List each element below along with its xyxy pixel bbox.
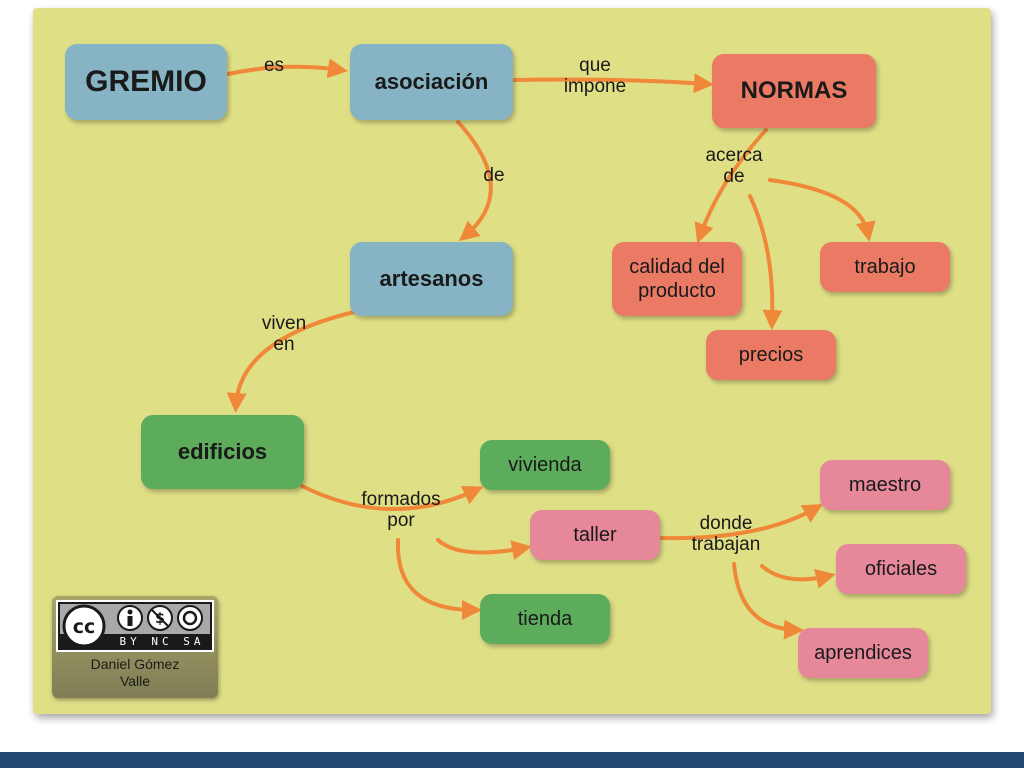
arrow-edificios-vivienda <box>300 484 484 511</box>
node-normas: NORMAS <box>712 54 876 128</box>
node-vivienda: vivienda <box>480 440 610 490</box>
node-asociacion: asociación <box>350 44 513 120</box>
arrow-asociacion-artesanos <box>456 120 493 242</box>
cc-icon: cc $ <box>60 604 210 648</box>
author-credit: Daniel Gómez Valle <box>90 656 180 689</box>
arrow-gremio-asociacion <box>226 58 348 79</box>
link-label-formados-por: formados por <box>361 489 441 531</box>
node-maestro: maestro <box>820 460 950 510</box>
link-label-donde-trabajan: donde trabajan <box>691 513 761 555</box>
svg-text:cc: cc <box>73 616 96 638</box>
node-oficiales: oficiales <box>836 544 966 594</box>
node-trabajo: trabajo <box>820 242 950 292</box>
arrow-normas-precios <box>748 194 783 330</box>
cc-by-nc-sa-logo: cc $ BY NC SA <box>56 600 214 652</box>
arrow-edificios-tienda <box>395 538 482 620</box>
node-gremio: GREMIO <box>65 44 227 120</box>
link-label-que-impone: que impone <box>563 55 627 97</box>
arrow-asociacion-normas <box>512 73 714 94</box>
arrow-normas-calidad <box>694 128 768 244</box>
arrow-taller-aprendices <box>732 562 804 640</box>
link-label-es: es <box>263 55 285 76</box>
arrow-normas-trabajo <box>768 178 876 242</box>
arrow-taller-oficiales <box>760 564 836 589</box>
arrow-artesanos-edificios <box>226 310 356 413</box>
license-badge: cc $ BY NC SA Daniel Gómez Valle <box>52 596 218 698</box>
arrow-taller-maestro <box>660 504 823 541</box>
node-tienda: tienda <box>480 594 610 644</box>
node-artesanos: artesanos <box>350 242 513 316</box>
link-label-viven-en: viven en <box>261 313 307 355</box>
link-label-de: de <box>483 165 505 186</box>
cc-badge-text: BY NC SA <box>119 635 205 648</box>
footer-bar <box>0 752 1024 768</box>
node-taller: taller <box>530 510 660 560</box>
node-edificios: edificios <box>141 415 304 489</box>
node-calidad-del-producto: calidad del producto <box>612 242 742 316</box>
link-label-acerca-de: acerca de <box>705 145 763 187</box>
node-precios: precios <box>706 330 836 380</box>
node-aprendices: aprendices <box>798 628 928 678</box>
arrow-edificios-taller <box>436 538 532 561</box>
